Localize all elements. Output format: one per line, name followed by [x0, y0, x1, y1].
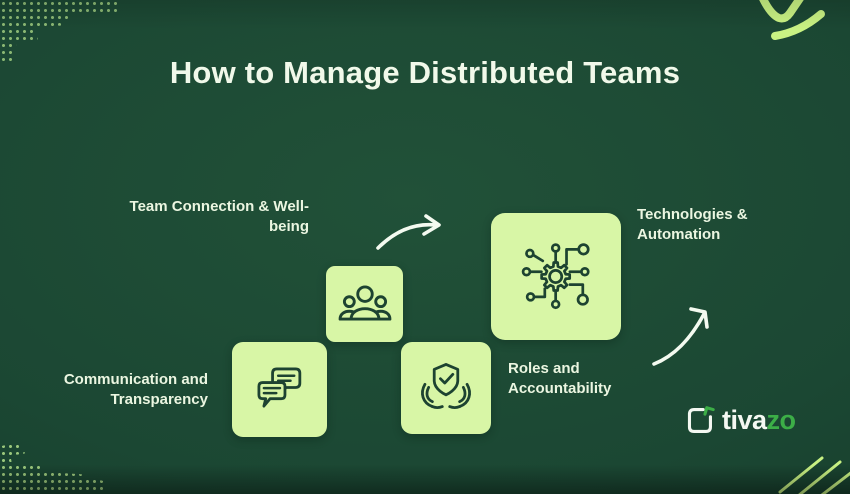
diagonal-lines-icon	[778, 456, 850, 494]
tivazo-logo-text: tivazo	[722, 405, 796, 436]
tile-communication	[232, 342, 327, 437]
tile-technologies-automation	[491, 213, 621, 340]
dot-pattern-bottom-left	[0, 440, 104, 494]
dot-pattern-top-left	[0, 0, 118, 64]
label-team-connection: Team Connection & Well-being	[129, 198, 309, 235]
logo-text-primary: tiva	[722, 405, 767, 435]
tile-roles-accountability	[401, 342, 491, 434]
label-roles-accountability: Roles and Accountability	[508, 360, 612, 397]
logo-text-accent: zo	[766, 405, 797, 435]
tile-team-connection	[326, 266, 403, 342]
curved-arrow-icon-1	[376, 214, 441, 250]
page-title: How to Manage Distributed Teams	[169, 55, 681, 90]
shield-hands-icon	[421, 363, 471, 409]
chat-bubbles-icon	[257, 367, 301, 408]
people-group-icon	[338, 285, 391, 321]
squiggle-icon	[759, 0, 825, 40]
label-technologies-automation: Technologies & Automation	[637, 206, 748, 243]
gear-circuit-icon	[521, 243, 590, 310]
label-communication-transparency: Communication and Transparency	[63, 371, 208, 408]
curved-arrow-icon-2	[652, 307, 709, 366]
tivazo-logo-icon	[687, 406, 715, 433]
tivazo-logo: tivazo	[684, 405, 796, 436]
